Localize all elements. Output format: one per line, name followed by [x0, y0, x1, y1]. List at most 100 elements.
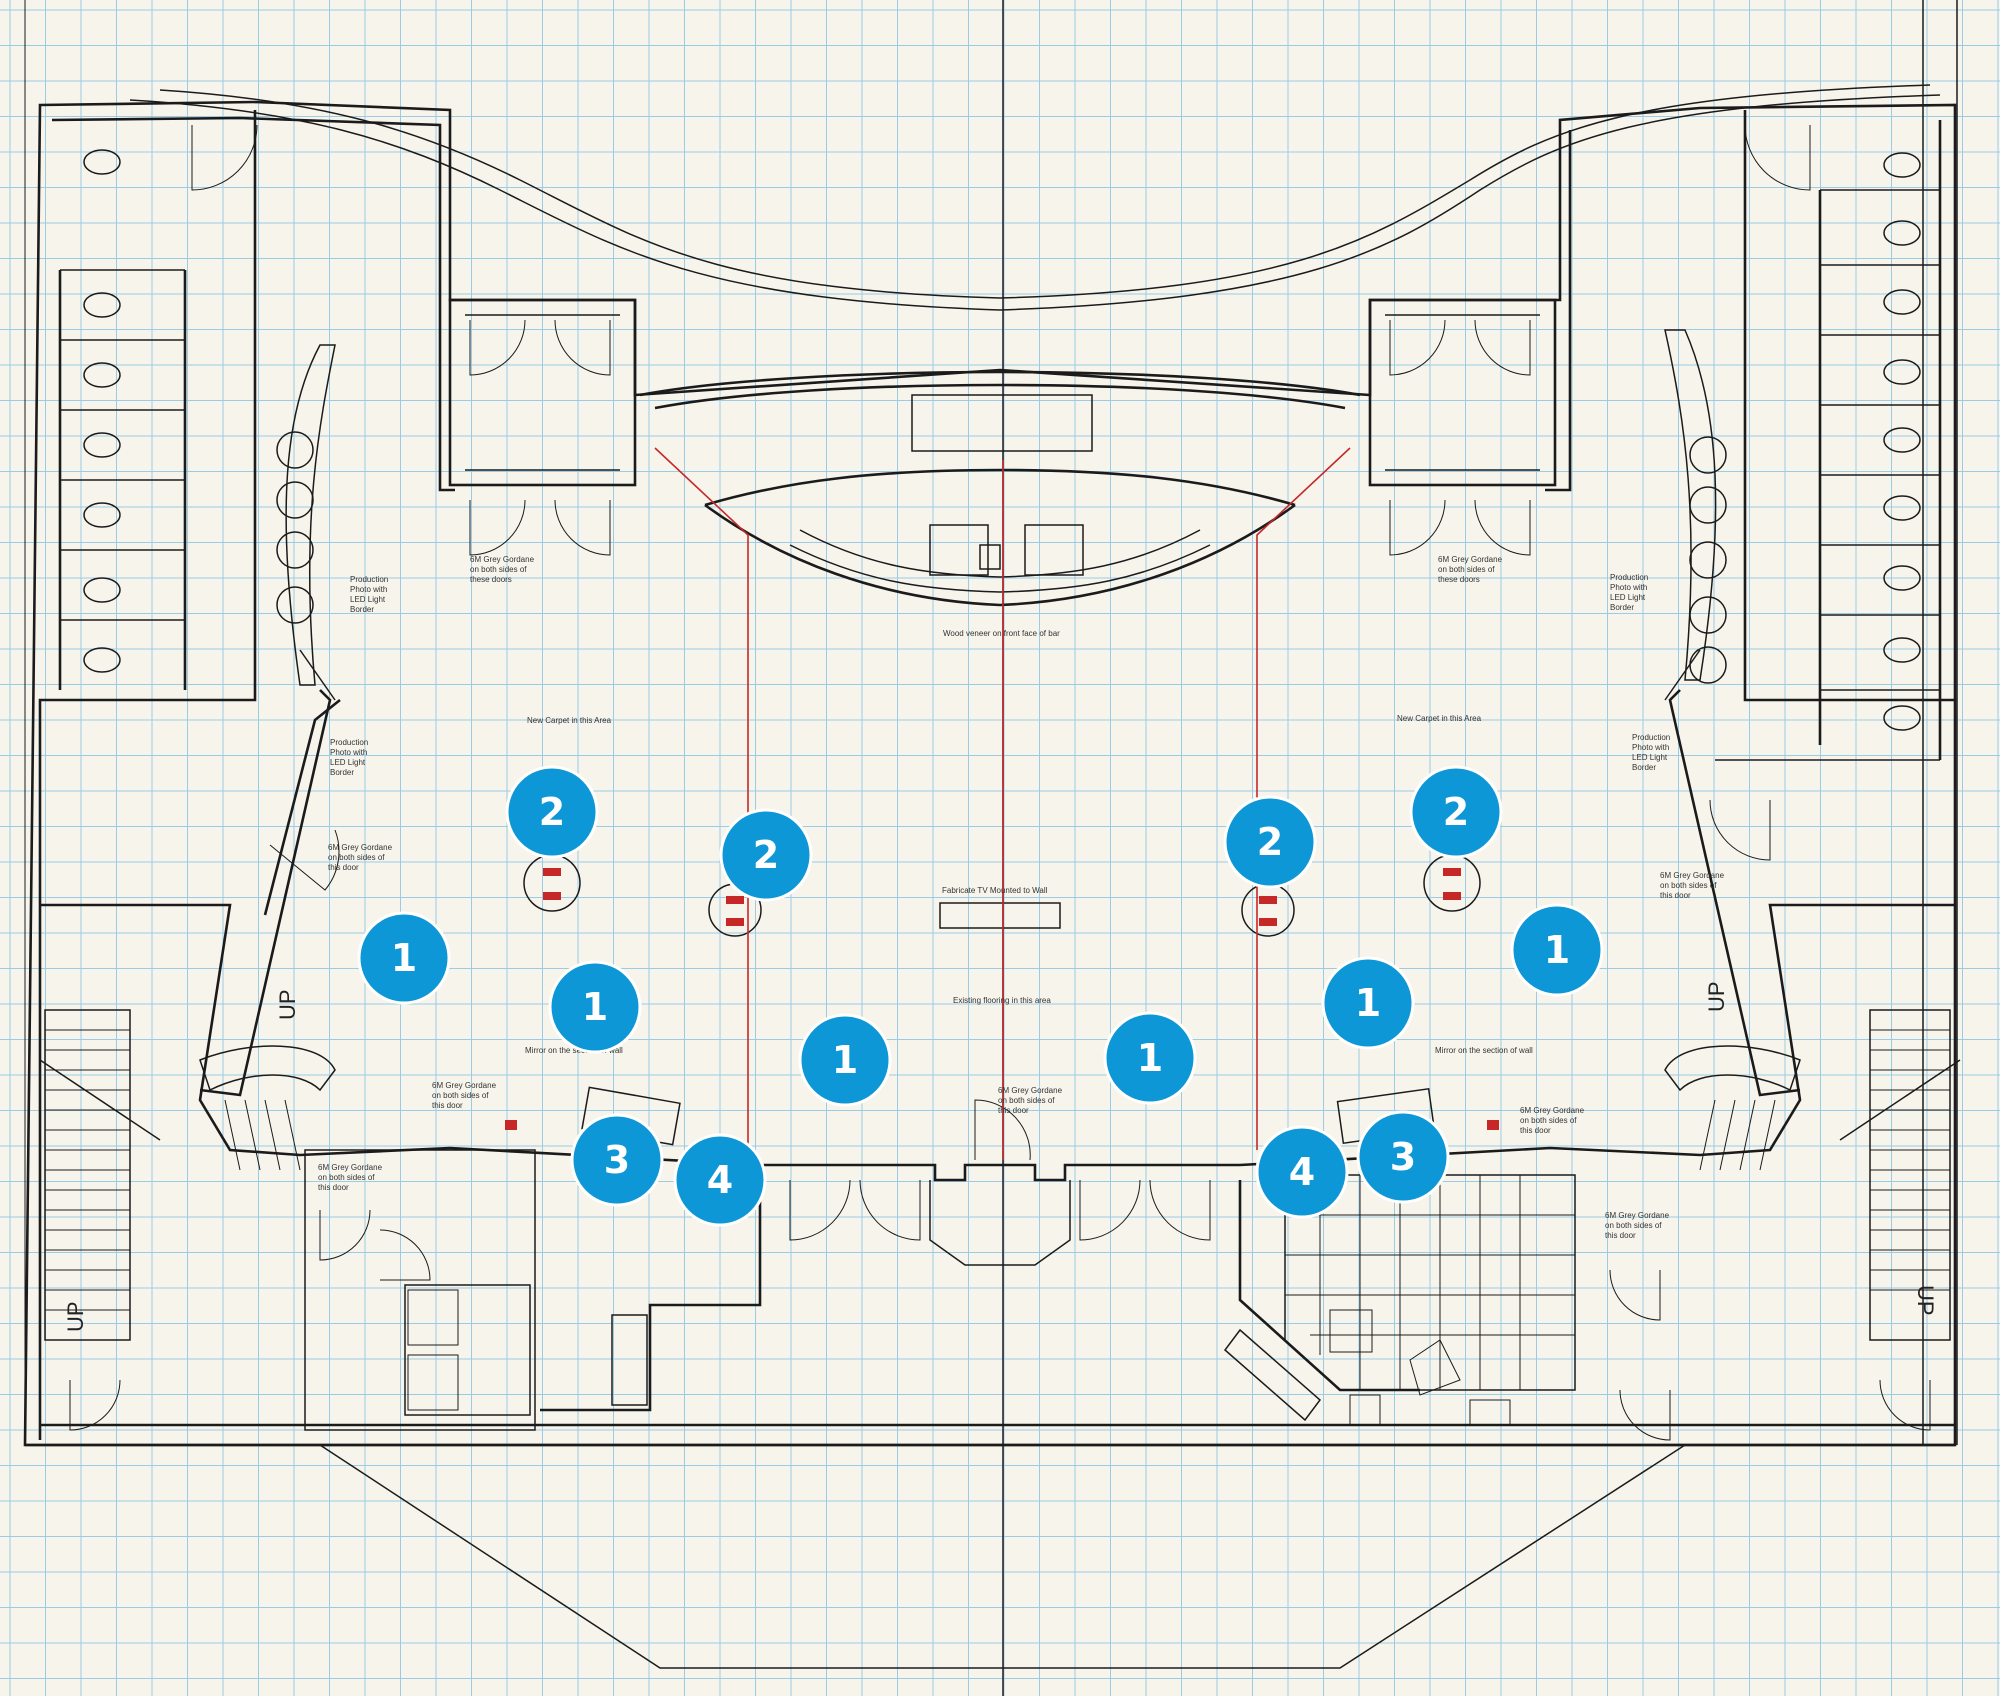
note-gordane-center-2: on both sides of	[998, 1096, 1055, 1105]
marker-number: 4	[1289, 1150, 1315, 1194]
marker-number: 1	[391, 936, 417, 980]
note-production-right-3: LED Light	[1610, 593, 1646, 602]
note-production-right-b: Production	[1632, 733, 1670, 742]
sink-fixture	[1689, 541, 1727, 579]
marker-2: 2	[505, 765, 599, 859]
marker-4: 4	[673, 1133, 767, 1227]
toilet-fixture	[1883, 427, 1921, 453]
drawing-notes: 6M Grey Gordane on both sides of these d…	[63, 555, 1938, 1332]
marker-2: 2	[1223, 795, 1317, 889]
note-side-left-3: this door	[328, 863, 359, 872]
note-fabricate: Fabricate TV Mounted to Wall	[942, 886, 1048, 895]
note-gordane-br: 6M Grey Gordane	[1605, 1211, 1670, 1220]
marker-number: 1	[1355, 981, 1381, 1025]
note-production-left-b-2: Photo with	[330, 748, 367, 757]
note-gordane-center-3: this door	[998, 1106, 1029, 1115]
marker-number: 2	[1443, 790, 1469, 834]
note-gordane-right-top: 6M Grey Gordane	[1438, 555, 1503, 564]
toilet-fixtures	[83, 149, 1921, 731]
marker-number: 2	[539, 790, 565, 834]
marker-number: 3	[1390, 1135, 1416, 1179]
bar-back-unit	[911, 394, 1093, 452]
note-gordane-left-low: 6M Grey Gordane	[432, 1081, 497, 1090]
marker-circle	[1356, 1110, 1450, 1204]
sink-fixture	[276, 586, 314, 624]
note-production-left-3: LED Light	[350, 595, 386, 604]
right-vestibule	[1368, 298, 1557, 487]
marker-number: 1	[832, 1038, 858, 1082]
red-guide-lines	[654, 447, 1351, 1160]
up-label-left-stair: UP	[275, 989, 300, 1020]
note-gordane-right-low-2: on both sides of	[1520, 1116, 1577, 1125]
sink-fixture	[276, 431, 314, 469]
marker-1: 1	[798, 1013, 892, 1107]
marker-1: 1	[357, 911, 451, 1005]
right-stair	[1839, 1009, 1961, 1341]
toilet-fixture	[1883, 359, 1921, 385]
note-mirror-right: Mirror on the section of wall	[1435, 1046, 1533, 1055]
note-gordane-bl-3: this door	[318, 1183, 349, 1192]
note-side-right-2: on both sides of	[1660, 881, 1717, 890]
note-gordane-br-3: this door	[1605, 1231, 1636, 1240]
note-mirror-left: Mirror on the section of wall	[525, 1046, 623, 1055]
note-gordane-left-top-3: these doors	[470, 575, 512, 584]
marker-circle	[798, 1013, 892, 1107]
note-gordane-left-top: 6M Grey Gordane	[470, 555, 535, 564]
marker-number: 2	[753, 833, 779, 877]
left-back-room	[304, 1149, 536, 1431]
note-production-left-2: Photo with	[350, 585, 387, 594]
note-gordane-left-low-3: this door	[432, 1101, 463, 1110]
note-wood-veneer: Wood veneer on front face of bar	[943, 629, 1060, 638]
note-gordane-left-low-2: on both sides of	[432, 1091, 489, 1100]
note-production-left-b-3: LED Light	[330, 758, 366, 767]
marker-number: 1	[582, 985, 608, 1029]
marker-3: 3	[570, 1113, 664, 1207]
up-label-bottom-right: UP	[1913, 1285, 1938, 1316]
note-production-left-b: Production	[330, 738, 368, 747]
note-production-left: Production	[350, 575, 388, 584]
up-label-right-stair: UP	[1704, 981, 1729, 1012]
marker-number: 1	[1544, 928, 1570, 972]
note-production-right-b-3: LED Light	[1632, 753, 1668, 762]
note-side-right-3: this door	[1660, 891, 1691, 900]
marker-circle	[357, 911, 451, 1005]
marker-circle	[1255, 1125, 1349, 1219]
bar-front	[704, 503, 1296, 607]
sink-fixture	[1689, 646, 1727, 684]
marker-1: 1	[548, 960, 642, 1054]
marker-number: 4	[707, 1158, 733, 1202]
marker-circle	[1321, 956, 1415, 1050]
toilet-fixture	[1883, 289, 1921, 315]
note-side-right: 6M Grey Gordane	[1660, 871, 1725, 880]
toilet-fixture	[83, 502, 121, 528]
toilet-fixture	[1883, 565, 1921, 591]
toilet-fixture	[83, 647, 121, 673]
marker-circle	[548, 960, 642, 1054]
toilet-fixture	[1883, 637, 1921, 663]
note-production-right-b-4: Border	[1632, 763, 1656, 772]
note-gordane-right-top-3: these doors	[1438, 575, 1480, 584]
marker-circle	[1409, 765, 1503, 859]
toilet-fixture	[83, 362, 121, 388]
marker-3: 3	[1356, 1110, 1450, 1204]
toilet-fixture	[1883, 152, 1921, 178]
marker-number: 3	[604, 1138, 630, 1182]
left-stair	[39, 1009, 161, 1341]
sink-fixture	[276, 531, 314, 569]
marker-circle	[1103, 1011, 1197, 1105]
note-production-right-b-2: Photo with	[1632, 743, 1669, 752]
marker-circle	[673, 1133, 767, 1227]
note-gordane-right-top-2: on both sides of	[1438, 565, 1495, 574]
marker-circle	[570, 1113, 664, 1207]
marker-2: 2	[719, 808, 813, 902]
note-gordane-bl: 6M Grey Gordane	[318, 1163, 383, 1172]
toilet-fixture	[83, 292, 121, 318]
note-gordane-left-top-2: on both sides of	[470, 565, 527, 574]
note-gordane-right-low: 6M Grey Gordane	[1520, 1106, 1585, 1115]
note-carpet-left: New Carpet in this Area	[527, 716, 612, 725]
sink-fixture	[276, 481, 314, 519]
note-side-left: 6M Grey Gordane	[328, 843, 393, 852]
marker-4: 4	[1255, 1125, 1349, 1219]
